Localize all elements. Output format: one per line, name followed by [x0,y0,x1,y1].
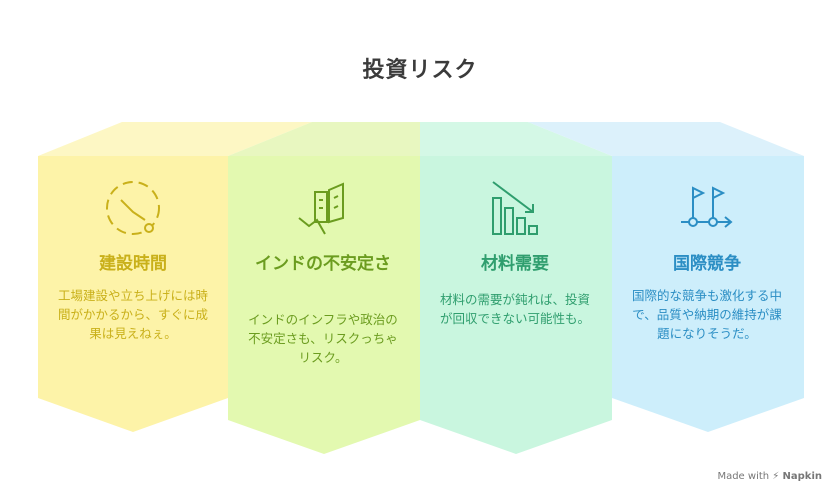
panel-title: インドの不安定さ [255,254,391,274]
panel-shape [228,156,420,454]
panel-construction-time: 建設時間 工場建設や立ち上げには時間がかかるから、すぐに成果は見えねぇ。 [38,150,228,430]
panel-india-instability: インドの不安定さ インドのインフラや政治の不安定さも、リスクっちゃリスク。 [228,150,418,430]
panel-description: インドのインフラや政治の不安定さも、リスクっちゃリスク。 [248,312,398,365]
panel-material-demand: 材料需要 材料の需要が鈍れば、投資が回収できない可能性も。 [420,150,610,430]
napkin-logo-icon: ⚡ [772,471,780,482]
panel-top-flap [420,122,612,156]
panel-shape [38,156,228,432]
panel-top-flap [228,122,420,156]
panel-shape [420,156,612,454]
watermark-brand: Napkin [782,471,822,482]
napkin-watermark[interactable]: Made with ⚡ Napkin [717,471,822,482]
race-flags-icon [681,186,733,228]
clock-icon [106,181,160,235]
diagram-title: 投資リスク [362,58,478,83]
panel-title: 国際競争 [673,254,741,274]
watermark-prefix: Made with [717,471,770,482]
panel-description: 工場建設や立ち上げには時間がかかるから、すぐに成果は見えねぇ。 [57,288,208,341]
panel-description: 材料の需要が鈍れば、投資が回収できない可能性も。 [439,292,590,326]
panel-top-flap [38,122,312,156]
panel-title: 材料需要 [481,254,549,274]
panel-global-competition: 国際競争 国際的な競争も激化する中で、品質や納期の維持が課題になりそうだ。 [612,150,802,430]
panel-title: 建設時間 [99,254,167,274]
panel-description: 国際的な競争も激化する中で、品質や納期の維持が課題になりそうだ。 [631,288,782,341]
panel-shape [612,156,804,432]
panel-top-flap [528,122,804,156]
declining-bar-chart-icon [492,181,538,235]
falling-buildings-icon [298,182,344,235]
